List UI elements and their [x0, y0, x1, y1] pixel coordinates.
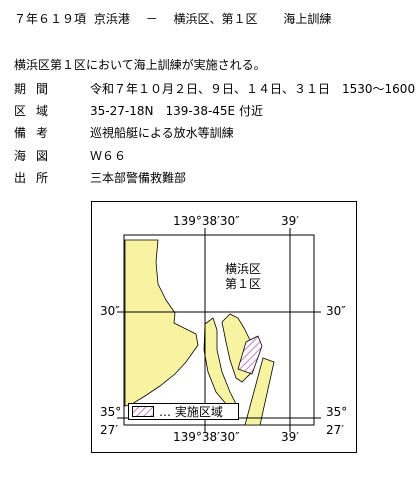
row-label-source: 出所: [14, 171, 59, 185]
notice-intro: 横浜区第１区において海上訓練が実施される。: [14, 58, 266, 72]
left-lat-label-27: 27′: [100, 423, 118, 437]
left-lat-label-30: 30″: [100, 304, 120, 318]
row-label-area: 区域: [14, 104, 59, 118]
map-legend: … 実施区域: [128, 403, 239, 420]
bottom-lon-label-main: 139°38′30″: [173, 430, 240, 444]
row-label-chart: 海図: [14, 149, 59, 163]
row-value-area: 35-27-18N 139-38-45E 付近: [90, 104, 263, 118]
top-lon-label-main: 139°38′30″: [173, 214, 240, 228]
map-grid-box: [123, 234, 315, 426]
row-value-chart: Ｗ６６: [90, 149, 127, 163]
row-label-period: 期間: [14, 82, 59, 96]
legend-hatch-swatch: [132, 406, 154, 417]
row-label-remarks: 備考: [14, 126, 59, 140]
map-area-name: 横浜区 第１区: [225, 262, 261, 292]
right-lat-label-27: 27′: [326, 423, 344, 437]
row-value-remarks: 巡視船艇による放水等訓練: [90, 126, 234, 140]
land-east-strip: [244, 357, 275, 426]
notice-header: ７年６１９項 京浜港 － 横浜区、第１区 海上訓練: [14, 12, 331, 26]
legend-dots: …: [159, 405, 171, 419]
row-value-source: 三本部警備救難部: [90, 171, 187, 185]
legend-text: 実施区域: [174, 405, 223, 419]
notice-subject: 海上訓練: [283, 12, 332, 26]
right-lat-label-30: 30″: [326, 304, 346, 318]
bottom-lon-label-minor: 39′: [281, 430, 299, 444]
top-lon-label-minor: 39′: [281, 214, 299, 228]
notice-item-number: ７年６１９項: [14, 12, 87, 26]
notice-port: 京浜港: [93, 12, 130, 26]
land-west: [124, 239, 199, 407]
notice-dash: －: [145, 12, 158, 26]
left-lat-label-35: 35°: [100, 405, 122, 419]
land-central-pier: [203, 317, 237, 405]
map-area-name-line1: 横浜区: [225, 262, 262, 276]
map-area-name-line2: 第１区: [225, 277, 262, 291]
row-value-period: 令和７年１０月２日、９日、１４日、３１日 1530～1600: [90, 82, 416, 96]
legend-label: … 実施区域: [159, 405, 223, 419]
exercise-area: [237, 335, 263, 375]
right-lat-label-35: 35°: [326, 405, 348, 419]
notice-area: 横浜区、第１区: [173, 12, 258, 26]
